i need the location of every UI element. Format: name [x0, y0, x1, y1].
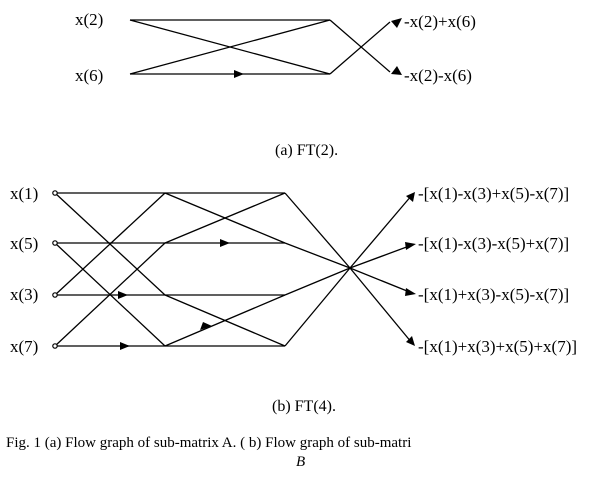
ft2-output-diff: -x(2)-x(6)	[404, 66, 472, 85]
figure-caption-line1: Fig. 1 (a) Flow graph of sub-matrix A. (…	[6, 435, 412, 451]
ft4-node-x5	[52, 240, 58, 246]
ft2-mid-arrow-icon	[234, 70, 244, 78]
ft4-s2-cross-1	[164, 192, 286, 244]
ft4-s3-edge-3	[284, 267, 351, 347]
ft4-input-x1: x(1)	[10, 184, 38, 203]
ft4-node-x1	[52, 190, 58, 196]
ft4-arrow-s1-row2-icon	[118, 291, 128, 299]
ft4-output-2: -[x(1)+x(3)-x(5)-x(7)]	[418, 285, 569, 304]
ft2-out-edge-bottom	[329, 19, 391, 73]
figure-caption-line2: B	[296, 454, 306, 470]
ft4-input-x3: x(3)	[10, 285, 38, 304]
ft4-s1-cross-3	[54, 242, 166, 347]
ft2-graph: x(2) x(6) -x(2)+x(6) -x(2)-x(6) (a) FT(2…	[75, 10, 476, 159]
ft4-s3-edge-2	[284, 267, 351, 296]
ft4-arrow-s2-diag-icon	[200, 322, 212, 330]
ft4-s1-cross-2	[54, 192, 166, 296]
ft4-s3-out-2	[349, 267, 413, 294]
ft4-arrow-s1-row3-icon	[120, 342, 130, 350]
ft4-out-arrow-1-icon	[405, 242, 416, 250]
ft4-output-0: -[x(1)-x(3)+x(5)-x(7)]	[418, 184, 569, 203]
ft4-out-arrow-3-icon	[406, 336, 415, 346]
ft4-input-x7: x(7)	[10, 337, 38, 356]
ft4-node-x7	[52, 343, 58, 349]
ft4-out-arrow-0-icon	[406, 192, 415, 202]
ft4-s3-out-0	[349, 194, 413, 269]
ft4-out-arrow-2-icon	[405, 288, 416, 296]
ft4-input-x5: x(5)	[10, 234, 38, 253]
ft4-s3-edge-0	[284, 192, 351, 269]
ft2-out-arrow-bottom-icon	[391, 66, 402, 75]
ft2-output-sum: -x(2)+x(6)	[404, 12, 476, 31]
ft4-output-1: -[x(1)-x(3)-x(5)+x(7)]	[418, 234, 569, 253]
ft2-caption: (a) FT(2).	[275, 142, 338, 159]
ft4-output-3: -[x(1)+x(3)+x(5)+x(7)]	[418, 337, 577, 356]
ft4-caption: (b) FT(4).	[272, 398, 336, 415]
ft4-node-x3	[52, 292, 58, 298]
ft2-out-arrow-top-icon	[391, 18, 402, 28]
ft2-input-x2: x(2)	[75, 10, 103, 29]
ft4-s3-out-1	[349, 244, 413, 269]
ft4-s2-cross-3	[164, 294, 286, 347]
ft2-out-edge-top	[329, 21, 391, 75]
ft4-s3-out-3	[349, 267, 413, 344]
ft4-graph: x(1) x(5) x(3) x(7)	[10, 184, 577, 415]
ft4-s3-edge-1	[284, 242, 351, 269]
ft2-input-x6: x(6)	[75, 66, 103, 85]
ft2-edge-cross-up	[129, 19, 331, 75]
ft4-arrow-s2-row1-icon	[220, 239, 230, 247]
